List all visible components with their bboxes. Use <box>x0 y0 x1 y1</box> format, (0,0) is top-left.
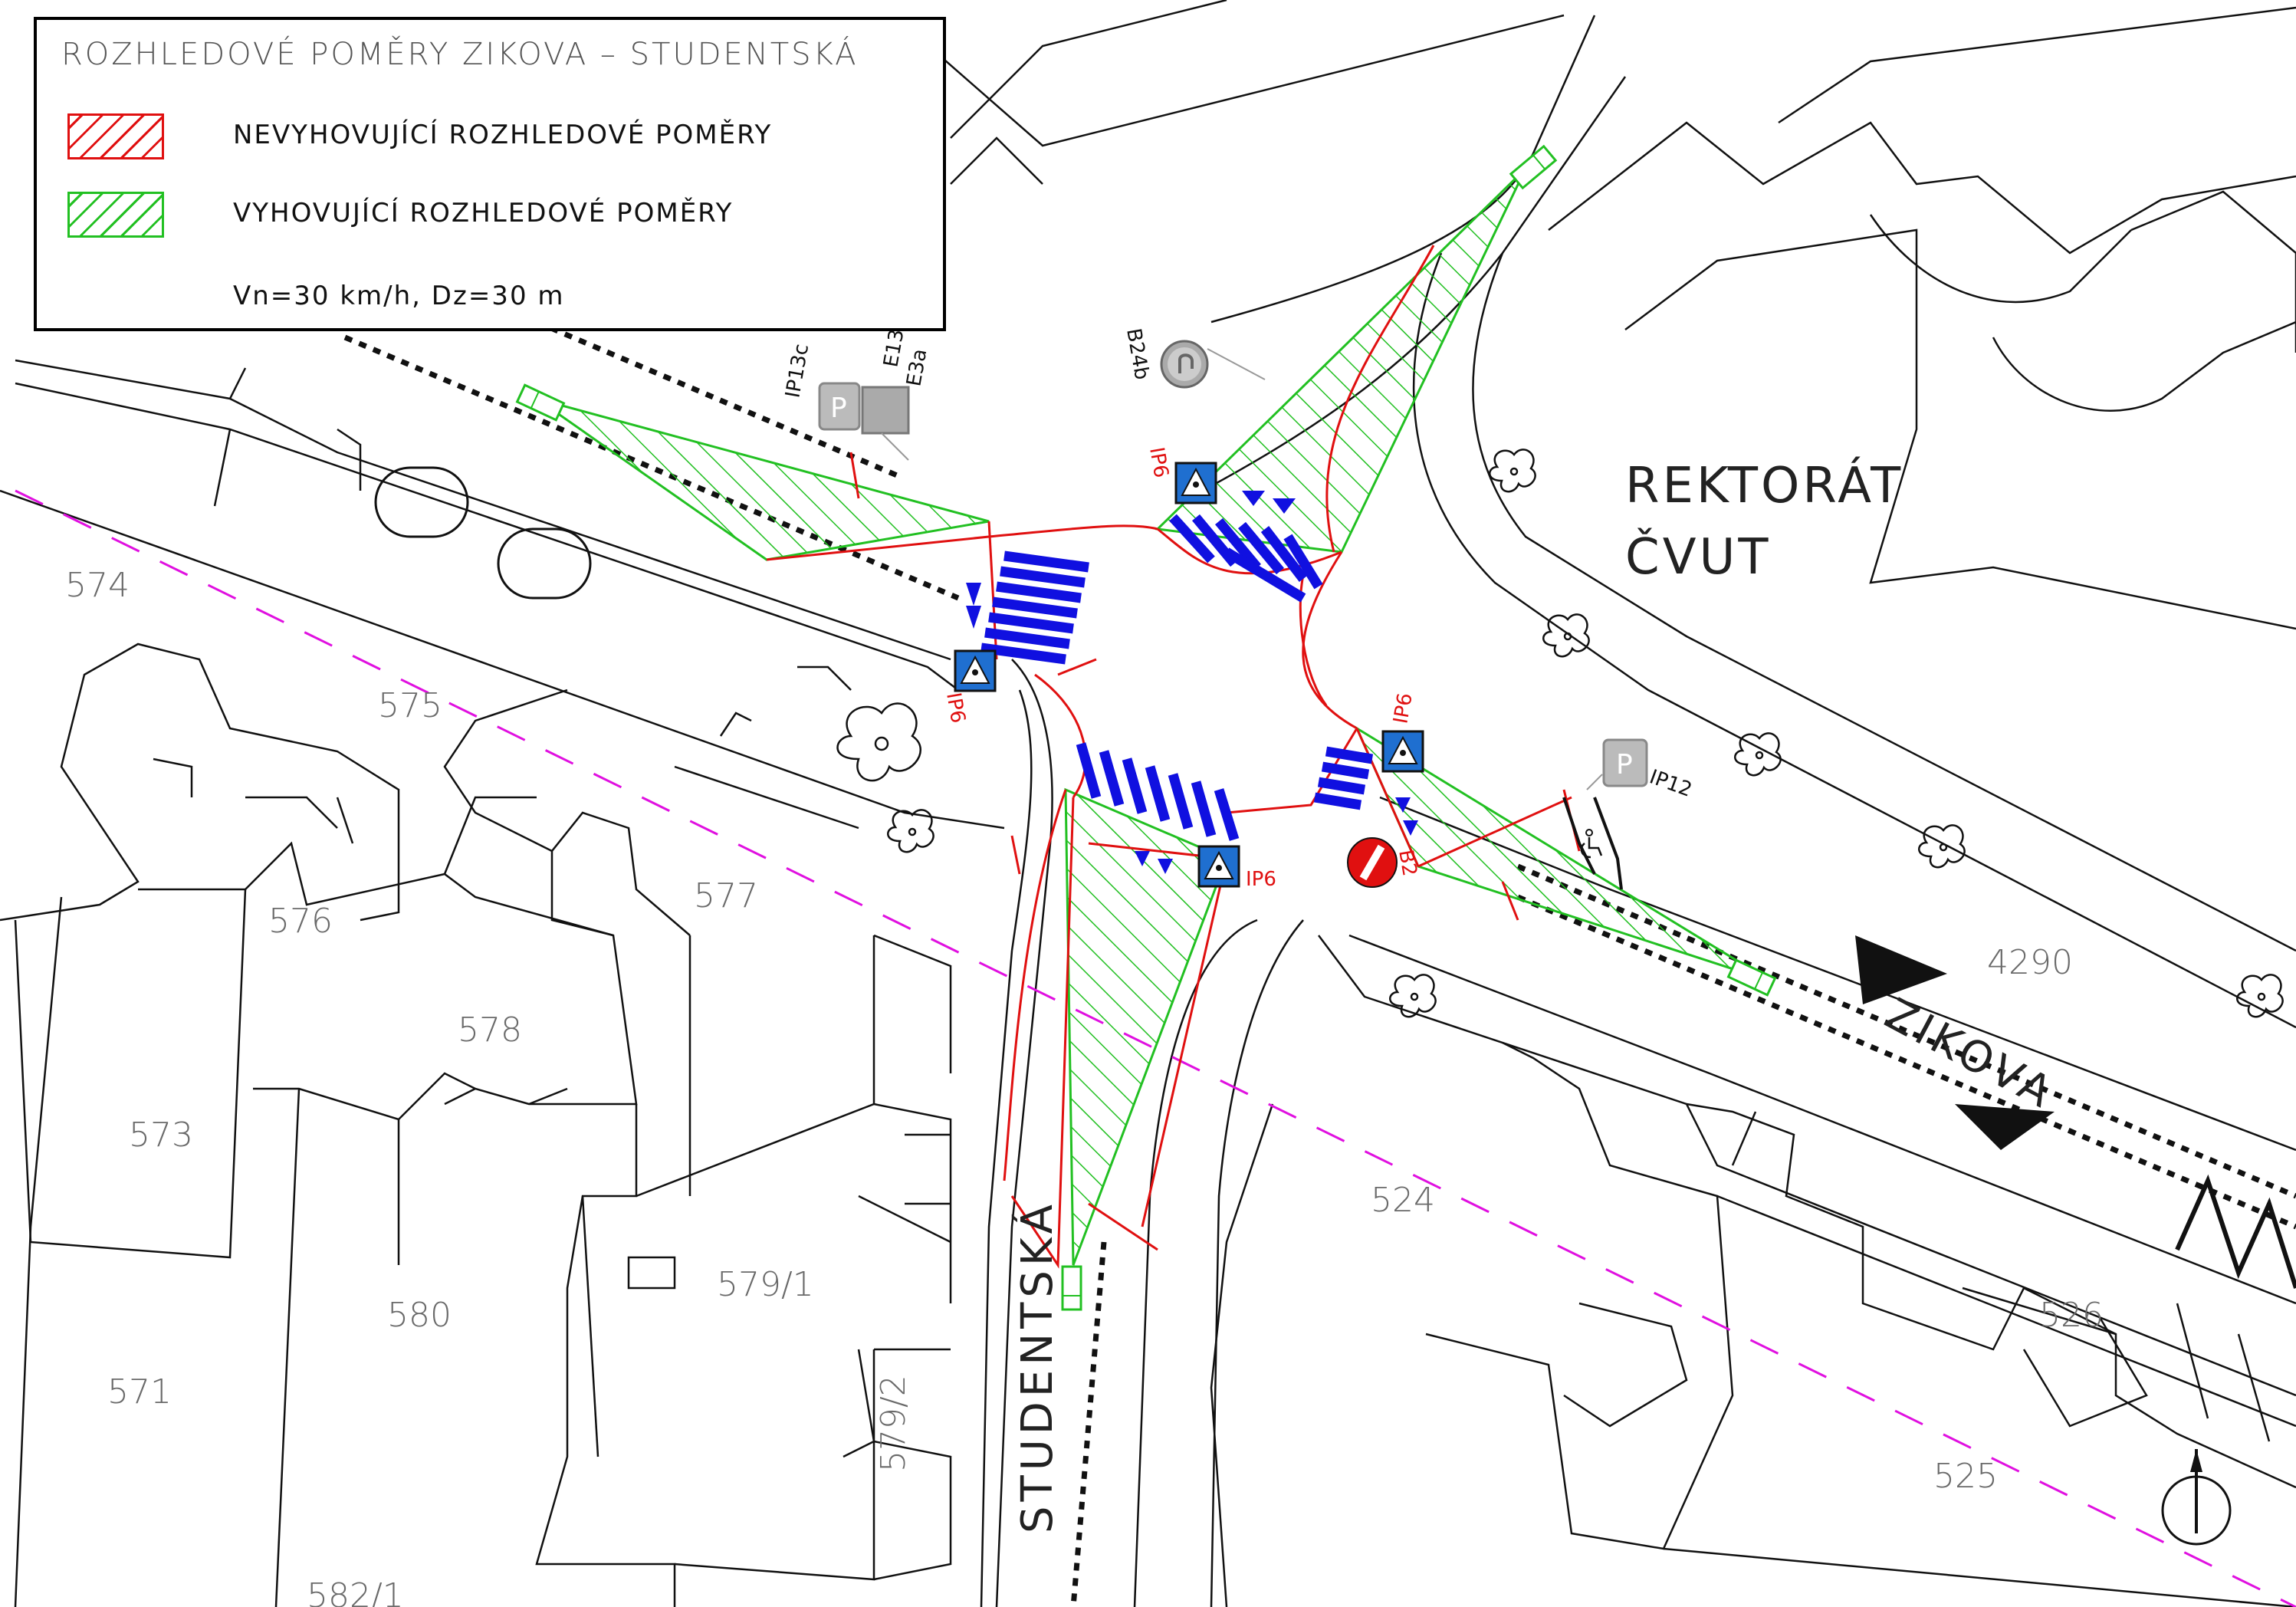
parcel-582-1: 582/1 <box>307 1576 404 1607</box>
legend-title: ROZHLEDOVÉ POMĚRY ZIKOVA – STUDENTSKÁ <box>61 37 859 72</box>
sight-triangle-west <box>536 397 990 561</box>
sign-code-e13: E13 <box>879 327 908 369</box>
parcel-525: 525 <box>1933 1457 1998 1496</box>
giveway-markings <box>966 491 1418 874</box>
svg-text:P: P <box>830 393 847 424</box>
car-icon-east <box>1726 958 1777 997</box>
parcel-580: 580 <box>387 1296 452 1335</box>
parcel-579-1: 579/1 <box>717 1265 814 1304</box>
tree-icon <box>1542 613 1590 658</box>
sight-triangle-south <box>1064 787 1228 1266</box>
tree-icon <box>1389 974 1437 1018</box>
tree-icon <box>887 809 934 853</box>
sign-code-e3a: E3a <box>902 347 931 388</box>
parcel-526: 526 <box>2039 1296 2104 1335</box>
no-turn-icon <box>1160 340 1209 389</box>
tree-icon <box>1489 449 1536 493</box>
sign-code-ip13c: IP13c <box>781 342 813 399</box>
sign-code-ip12: IP12 <box>1647 765 1695 801</box>
tree-icon <box>2236 974 2284 1018</box>
svg-text:P: P <box>1616 749 1633 780</box>
sign-code-b2: B2 <box>1394 848 1421 878</box>
tree-icon <box>836 702 921 782</box>
crosswalk-west <box>980 550 1089 665</box>
crosswalk-north <box>1169 514 1323 603</box>
parking-plate <box>861 386 910 435</box>
building-label-cvut: ČVUT <box>1625 527 1771 586</box>
parking-reserved-icon: P <box>1602 738 1648 787</box>
pedestrian-crossing-icon <box>1381 730 1424 773</box>
parcel-573: 573 <box>129 1116 193 1155</box>
building-label-rektorat: REKTORÁT <box>1625 456 1903 514</box>
hatched-area-2 <box>1955 1104 2055 1150</box>
pedestrian-crossing-icon <box>1174 462 1217 504</box>
pedestrian-crossing-icon <box>954 649 997 692</box>
sign-code-ip6-north: IP6 <box>1145 445 1172 479</box>
car-icon-north <box>1509 144 1558 190</box>
parcel-576: 576 <box>268 902 333 941</box>
red-sight-lines <box>766 245 1581 1269</box>
street-label-zikova: ZIKOVA <box>1877 989 2063 1119</box>
car-icon-west <box>515 383 566 422</box>
parking-spots <box>374 466 592 600</box>
sign-code-b24b: B24b <box>1122 327 1153 382</box>
no-entry-icon <box>1347 837 1398 888</box>
car-icon-south <box>1061 1265 1082 1311</box>
trees <box>836 449 2284 1018</box>
legend-swatch-fail <box>67 113 164 159</box>
sign-code-ip6-west: IP6 <box>941 691 969 725</box>
crosswalk-east <box>1313 746 1374 810</box>
parcel-571: 571 <box>107 1372 172 1411</box>
parking-icon: P <box>818 382 861 431</box>
crosswalk-south <box>1076 742 1240 841</box>
parcel-578: 578 <box>458 1011 522 1050</box>
tree-icon <box>1918 824 1966 869</box>
zigzag-marking <box>2175 1174 2296 1289</box>
tree-icon <box>1734 732 1782 777</box>
curb-marking <box>1562 797 1623 890</box>
legend-swatch-pass <box>67 192 164 238</box>
parcel-575: 575 <box>378 686 442 725</box>
hatched-area-1 <box>1855 935 1947 1004</box>
sight-triangles <box>536 167 1772 1266</box>
parcel-574: 574 <box>65 566 130 605</box>
sign-code-ip6-east: IP6 <box>1389 692 1417 725</box>
parcel-577: 577 <box>694 876 758 915</box>
legend-label-fail: NEVYHOVUJÍCÍ ROZHLEDOVÉ POMĚRY <box>233 120 773 150</box>
street-label-studentska: STUDENTSKÁ <box>1013 1200 1063 1533</box>
legend: ROZHLEDOVÉ POMĚRY ZIKOVA – STUDENTSKÁ NE… <box>34 17 946 331</box>
parcel-524: 524 <box>1371 1181 1435 1220</box>
parcel-labels: 574 575 576 577 578 573 580 579/1 579/2 … <box>65 566 2104 1607</box>
legend-note: Vn=30 km/h, Dz=30 m <box>233 281 565 311</box>
cadastral-boundary <box>15 489 2296 1607</box>
north-arrow-icon <box>2161 1449 2232 1546</box>
parcel-4290: 4290 <box>1987 943 2073 982</box>
legend-label-pass: VYHOVUJÍCÍ ROZHLEDOVÉ POMĚRY <box>233 198 734 228</box>
parcel-579-2: 579/2 <box>874 1375 913 1472</box>
sign-code-ip6-south: IP6 <box>1246 868 1276 891</box>
pedestrian-crossing-icon <box>1197 845 1240 888</box>
